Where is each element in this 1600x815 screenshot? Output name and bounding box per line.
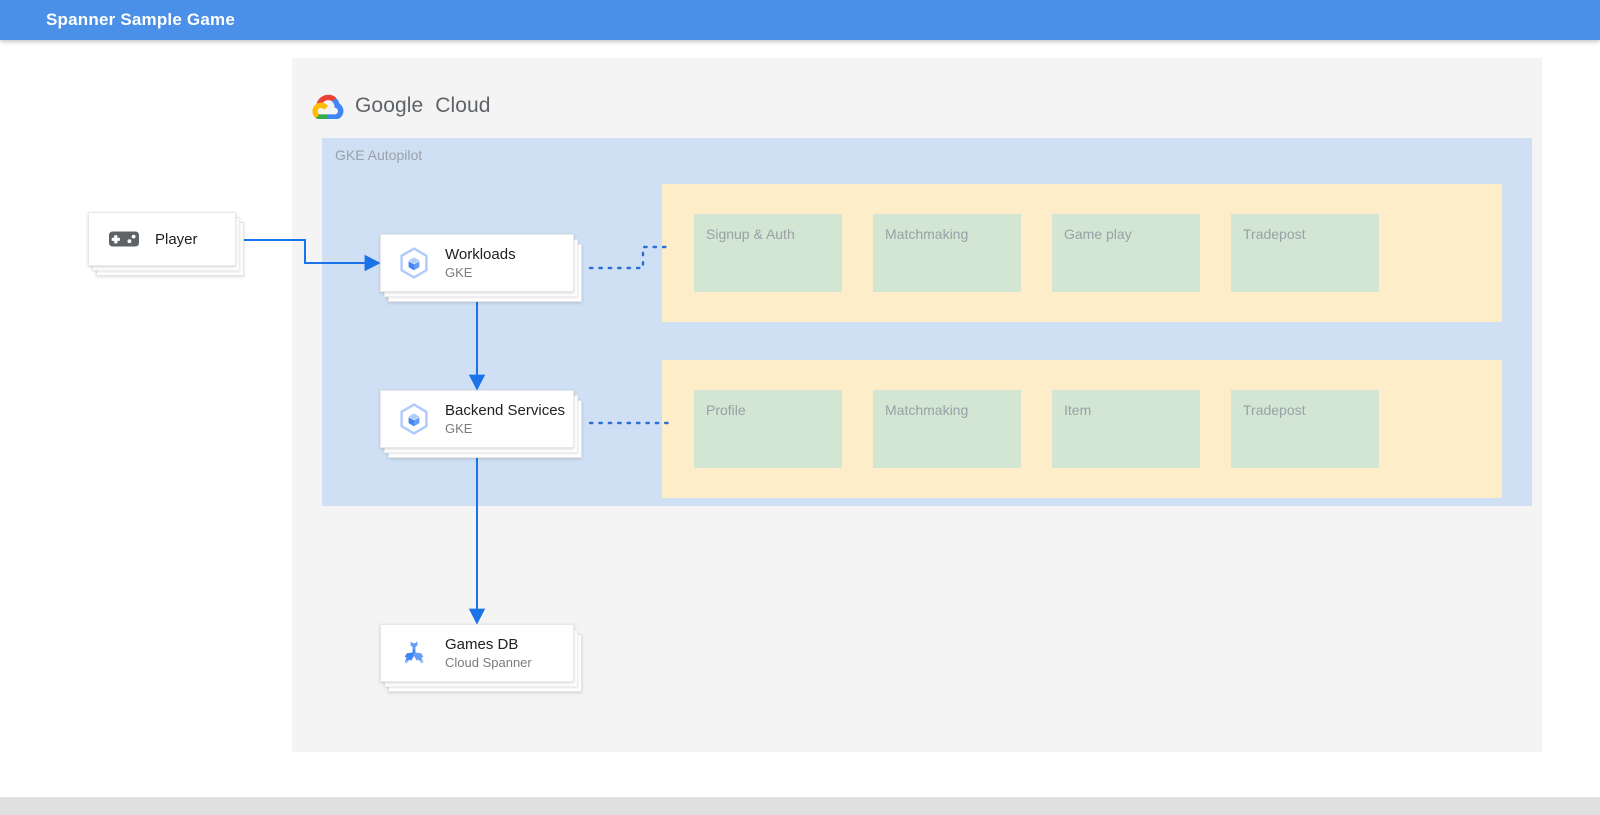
- node-text: Backend Services GKE: [445, 401, 565, 438]
- node-games-db[interactable]: Games DB Cloud Spanner: [380, 624, 582, 692]
- app-header-bar: Spanner Sample Game: [0, 0, 1600, 40]
- service-box[interactable]: Game play: [1052, 214, 1200, 292]
- workloads-service-group: Signup & Auth Matchmaking Game play Trad…: [662, 184, 1502, 322]
- service-box[interactable]: Signup & Auth: [694, 214, 842, 292]
- service-box-label: Signup & Auth: [706, 226, 795, 242]
- node-subtitle: GKE: [445, 264, 473, 280]
- service-box-label: Game play: [1064, 226, 1132, 242]
- google-cloud-wordmark: Google Cloud: [355, 94, 491, 118]
- node-title: Workloads: [445, 245, 516, 263]
- page-title: Spanner Sample Game: [46, 10, 235, 29]
- brand-cloud-text: Cloud: [435, 93, 491, 117]
- service-box[interactable]: Matchmaking: [873, 390, 1021, 468]
- horizontal-scrollbar-track[interactable]: [0, 797, 1600, 815]
- node-card[interactable]: Workloads GKE: [380, 234, 574, 292]
- backend-service-group: Profile Matchmaking Item Tradepost: [662, 360, 1502, 498]
- node-card[interactable]: Backend Services GKE: [380, 390, 574, 448]
- gke-hexagon-icon: [400, 403, 428, 435]
- service-box-label: Tradepost: [1243, 226, 1306, 242]
- node-text: Games DB Cloud Spanner: [445, 635, 532, 672]
- node-card[interactable]: Games DB Cloud Spanner: [380, 624, 574, 682]
- gke-autopilot-region: GKE Autopilot Signup & Auth Matchmaking …: [322, 138, 1532, 506]
- service-box-label: Profile: [706, 402, 746, 418]
- service-box-label: Item: [1064, 402, 1092, 418]
- node-backend-services[interactable]: Backend Services GKE: [380, 390, 582, 458]
- service-box[interactable]: Matchmaking: [873, 214, 1021, 292]
- node-subtitle: Cloud Spanner: [445, 654, 532, 670]
- node-title: Games DB: [445, 635, 519, 653]
- cloud-spanner-icon: [404, 641, 424, 664]
- node-player[interactable]: Player: [88, 212, 244, 276]
- node-title: Backend Services: [445, 401, 566, 419]
- service-box[interactable]: Tradepost: [1231, 214, 1379, 292]
- service-box[interactable]: Profile: [694, 390, 842, 468]
- architecture-diagram-panel: Google Cloud GKE Autopilot Signup & Auth…: [292, 58, 1542, 752]
- node-text: Workloads GKE: [445, 245, 516, 282]
- node-text: Player: [155, 230, 198, 249]
- node-title: Player: [155, 230, 198, 248]
- gamepad-icon: [109, 231, 139, 247]
- gke-hexagon-icon: [400, 247, 428, 279]
- service-box[interactable]: Tradepost: [1231, 390, 1379, 468]
- gke-autopilot-label: GKE Autopilot: [335, 147, 423, 163]
- google-cloud-brand: Google Cloud: [312, 92, 491, 119]
- service-box[interactable]: Item: [1052, 390, 1200, 468]
- node-workloads[interactable]: Workloads GKE: [380, 234, 582, 302]
- node-card[interactable]: Player: [88, 212, 236, 266]
- service-box-label: Matchmaking: [885, 402, 969, 418]
- node-subtitle: GKE: [445, 420, 473, 436]
- service-box-label: Tradepost: [1243, 402, 1306, 418]
- google-cloud-logo-icon: [312, 94, 344, 119]
- service-box-label: Matchmaking: [885, 226, 969, 242]
- brand-google-text: Google: [355, 93, 424, 117]
